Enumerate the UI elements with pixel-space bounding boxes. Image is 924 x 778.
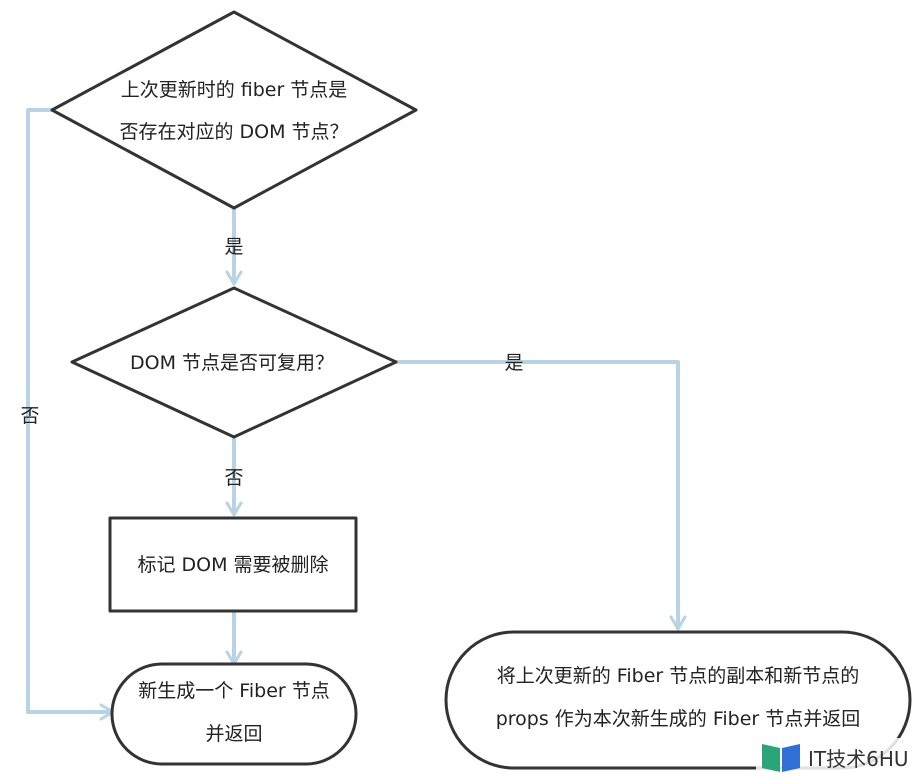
- terminal-clone-fiber: 将上次更新的 Fiber 节点的副本和新节点的 props 作为本次新生成的 F…: [444, 630, 912, 770]
- arrow-d2-yes-to-t2: [394, 360, 680, 630]
- connectors: [26, 108, 687, 721]
- arrowhead-d1-to-d2: [225, 270, 243, 286]
- terminal-clone-fiber-line2: props 作为本次新生成的 Fiber 节点并返回: [496, 708, 861, 730]
- arrowhead-d2-yes-to-t2: [669, 615, 687, 631]
- decision-dom-exists-line2: 否存在对应的 DOM 节点？: [119, 121, 348, 143]
- watermark-text: IT技术6HU: [808, 747, 909, 771]
- book-logo-icon: [762, 744, 800, 772]
- terminal-new-fiber-line2: 并返回: [205, 723, 262, 745]
- decision-dom-exists: 上次更新时的 fiber 节点是 否存在对应的 DOM 节点？: [50, 10, 418, 210]
- decision-dom-reusable-label: DOM 节点是否可复用？: [130, 352, 334, 374]
- watermark: IT技术6HU: [756, 738, 924, 778]
- process-mark-delete-label: 标记 DOM 需要被删除: [137, 554, 328, 576]
- terminal-new-fiber: 新生成一个 Fiber 节点 并返回: [110, 662, 358, 766]
- edge-label-d2-no: 否: [224, 467, 243, 489]
- decision-dom-reusable: DOM 节点是否可复用？: [70, 286, 398, 439]
- edge-label-d2-yes: 是: [504, 352, 523, 374]
- process-mark-delete: 标记 DOM 需要被删除: [108, 516, 358, 613]
- edge-label-d1-no: 否: [20, 405, 39, 427]
- arrow-d1-no-to-t1: [26, 108, 114, 714]
- arrowhead-d2-to-mark: [225, 501, 243, 517]
- terminal-clone-fiber-line1: 将上次更新的 Fiber 节点的副本和新节点的: [497, 665, 859, 687]
- terminal-new-fiber-line1: 新生成一个 Fiber 节点: [138, 680, 329, 702]
- edge-label-d1-yes: 是: [224, 236, 243, 258]
- decision-dom-exists-line1: 上次更新时的 fiber 节点是: [121, 79, 348, 101]
